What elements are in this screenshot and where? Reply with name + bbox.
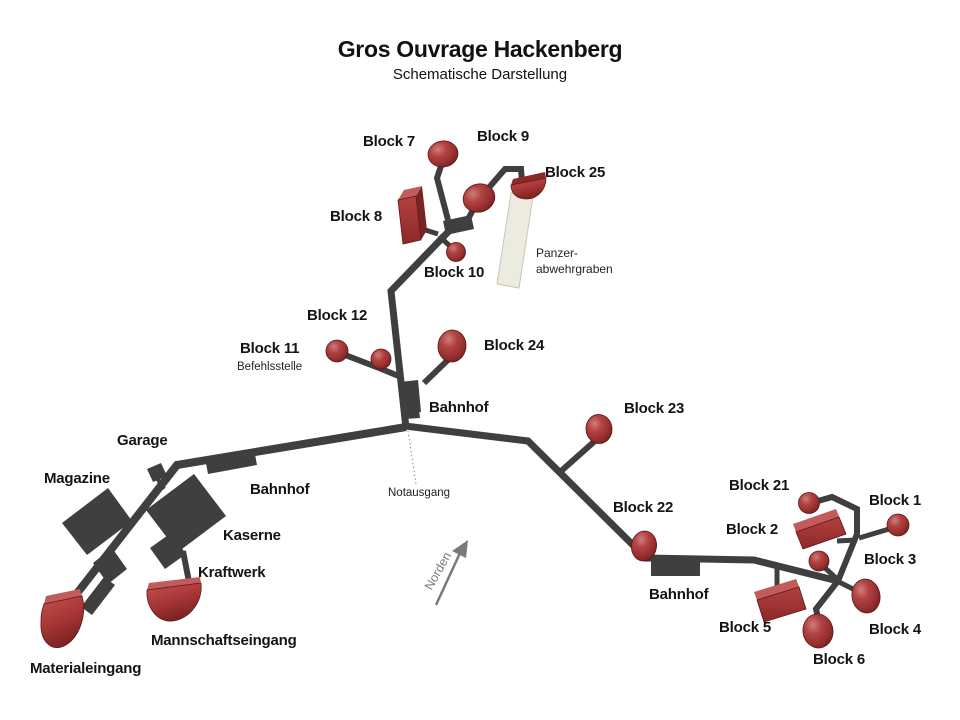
gallery-network: [67, 159, 897, 623]
label-materialeingang: Materialeingang: [30, 660, 142, 677]
label-panzerabwehrgraben-line1: Panzer-: [536, 246, 579, 260]
block-21-turret: [798, 492, 820, 514]
label-block-21: Block 21: [729, 477, 790, 494]
block-9-turret: [462, 183, 496, 213]
label-block-10: Block 10: [424, 264, 485, 281]
block-25-rim: [511, 172, 546, 185]
spur-block11-12: [338, 350, 403, 380]
label-panzerabwehrgraben-line2: abwehrgraben: [536, 262, 613, 276]
block-1-turret: [886, 513, 910, 537]
north-arrow-shaft: [434, 552, 462, 606]
block-2-front-face: [795, 516, 847, 550]
block-2-structure: [793, 509, 847, 550]
label-block-3: Block 3: [864, 551, 916, 568]
depot-structure-2: [81, 577, 115, 615]
label-bahnhof-east: Bahnhof: [649, 586, 709, 603]
block-6-turret: [802, 613, 834, 649]
notausgang-dotted-line: [407, 430, 417, 485]
label-block-12: Block 12: [307, 307, 368, 324]
block-4-turret: [851, 578, 881, 614]
block-3-turret: [808, 550, 830, 572]
block-22-turret: [631, 530, 657, 562]
north-arrow-icon: [434, 540, 468, 606]
label-block-1: Block 1: [869, 492, 921, 509]
depot-structure-1: [93, 548, 127, 584]
block-23-turret: [585, 414, 613, 444]
label-panzerabwehrgraben: Panzer- abwehrgraben: [536, 245, 613, 277]
block-5-front-face: [756, 586, 807, 623]
label-block-25: Block 25: [545, 164, 606, 181]
gallery-west-main: [67, 423, 407, 604]
block-2-top-face: [793, 509, 839, 532]
facility-structures: [62, 215, 700, 615]
spur-block2: [836, 537, 857, 544]
mannschaftseingang-rim: [147, 577, 201, 590]
junction-hall-north: [443, 215, 474, 235]
label-block-23: Block 23: [624, 400, 685, 417]
spur-garage: [155, 476, 166, 491]
label-block-2: Block 2: [726, 521, 778, 538]
spur-block25: [483, 166, 525, 193]
label-block-22: Block 22: [613, 499, 674, 516]
page-subtitle: Schematische Darstellung: [392, 66, 568, 83]
materialeingang-fan: [40, 595, 84, 648]
kraftwerk-structure: [150, 533, 186, 569]
bahnhof-east-rect: [651, 560, 700, 576]
mannschaftseingang-structure: [146, 577, 202, 622]
label-kraftwerk: Kraftwerk: [198, 564, 266, 581]
block-25-dome: [510, 177, 547, 200]
label-block-7: Block 7: [363, 133, 415, 150]
materialeingang-rim: [44, 589, 82, 604]
block-8-structure: [397, 186, 427, 245]
block-8-side-face: [416, 186, 427, 240]
label-bahnhof-west: Bahnhof: [250, 481, 310, 498]
label-block-8: Block 8: [330, 208, 382, 225]
block-7-turret: [427, 140, 459, 168]
block-5-top-face: [754, 579, 799, 600]
block-8-top-face: [398, 186, 422, 200]
block-11-turret: [325, 339, 349, 363]
block-10-turret: [446, 242, 466, 262]
spur-block23: [558, 437, 598, 475]
materialeingang-structure: [40, 589, 84, 648]
label-befehlsstelle: Befehlsstelle: [237, 361, 303, 373]
label-notausgang: Notausgang: [388, 487, 451, 499]
page-title: Gros Ouvrage Hackenberg: [337, 36, 623, 62]
block-8-front-face: [397, 195, 422, 245]
garage-structure: [147, 463, 167, 482]
label-block-5: Block 5: [719, 619, 771, 636]
block-25-structure: [510, 172, 547, 200]
gallery-northeast-cluster: [812, 493, 860, 623]
mannschaftseingang-fan: [146, 582, 202, 622]
kaserne-structure: [146, 474, 226, 552]
label-bahnhof-central: Bahnhof: [429, 399, 489, 416]
label-block-9: Block 9: [477, 128, 529, 145]
block-24-turret: [437, 329, 467, 363]
bahnhof-central-rect: [400, 380, 421, 414]
label-block-11: Block 11: [240, 340, 300, 357]
bahnhof-west-rect: [205, 449, 257, 474]
block-5-structure: [754, 579, 807, 623]
label-block-24: Block 24: [484, 337, 545, 354]
magazine-structure: [62, 488, 132, 555]
label-magazine: Magazine: [44, 470, 110, 487]
combat-blocks: [40, 140, 910, 649]
label-kaserne: Kaserne: [223, 527, 281, 544]
label-mannschaftseingang: Mannschaftseingang: [151, 632, 297, 649]
label-garage: Garage: [117, 432, 168, 449]
bahnhof-central-step: [405, 410, 420, 419]
antitank-ditch: [496, 189, 535, 289]
north-arrow-head: [452, 540, 468, 558]
label-block-4: Block 4: [869, 621, 921, 638]
block-12-turret: [370, 348, 392, 370]
spur-block7: [433, 159, 451, 221]
label-block-6: Block 6: [813, 651, 865, 668]
